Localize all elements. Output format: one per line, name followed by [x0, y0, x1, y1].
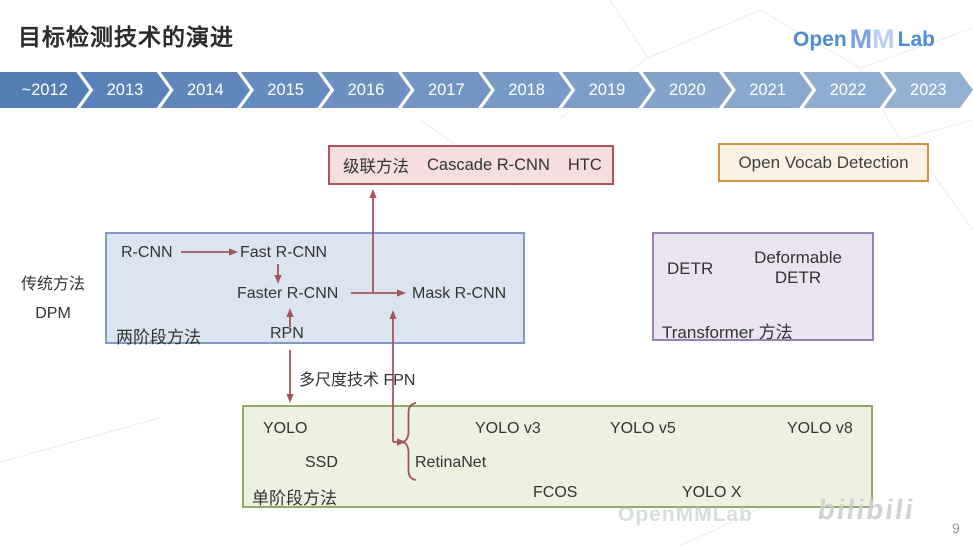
dpm-label: DPM — [35, 305, 71, 322]
timeline-segment: 2023 — [884, 72, 973, 108]
timeline-segment: 2018 — [482, 72, 571, 108]
timeline-segment: 2021 — [723, 72, 812, 108]
two-stage-methods-box: R-CNN Fast R-CNN Faster R-CNN Mask R-CNN… — [105, 232, 525, 347]
yolo-x-label: YOLO X — [682, 484, 742, 501]
cascade-methods-box: 级联方法 Cascade R-CNN HTC — [328, 145, 614, 185]
timeline-year: 2020 — [668, 80, 706, 99]
detr-label: DETR — [667, 259, 714, 278]
timeline-year: ~2012 — [21, 80, 68, 99]
ssd-label: SSD — [305, 454, 338, 471]
timeline-year: 2021 — [749, 80, 786, 99]
retinanet-label: RetinaNet — [415, 454, 487, 471]
timeline-segment: 2020 — [643, 72, 732, 108]
page-number: 9 — [952, 520, 960, 536]
timeline-segment: 2019 — [562, 72, 651, 108]
cascade-item-cascade-rcnn: Cascade R-CNN — [427, 155, 550, 174]
timeline-segment: 2014 — [161, 72, 250, 108]
openmmlab-watermark: OpenMMLab — [618, 503, 753, 526]
logo-m-outline-icon: M — [872, 24, 895, 54]
faster-rcnn-label: Faster R-CNN — [237, 285, 339, 302]
timeline-year: 2019 — [588, 80, 626, 99]
timeline-segment: ~2012 — [0, 72, 89, 108]
yolo-v3-label: YOLO v3 — [475, 420, 541, 437]
yolo-label: YOLO — [263, 420, 308, 437]
rpn-label: RPN — [270, 325, 304, 342]
cascade-item-htc: HTC — [567, 155, 602, 174]
deformable-detr-label: Deformable DETR — [754, 248, 842, 287]
fast-rcnn-label: Fast R-CNN — [240, 244, 328, 261]
timeline-segment: 2017 — [402, 72, 491, 108]
rcnn-label: R-CNN — [121, 244, 173, 261]
timeline-year: 2018 — [508, 80, 545, 99]
transformer-label: Transformer 方法 — [662, 323, 793, 342]
two-stage-label: 两阶段方法 — [116, 328, 201, 347]
openmmlab-logo: Open M M Lab — [793, 24, 935, 55]
open-vocab-detection-box: Open Vocab Detection — [718, 143, 929, 182]
timeline-year: 2023 — [909, 80, 947, 99]
yolo-v5-label: YOLO v5 — [610, 420, 676, 437]
one-stage-label: 单阶段方法 — [252, 489, 337, 508]
timeline: ~2012 2013 2014 2015 2016 2017 2018 — [0, 72, 973, 108]
arrow-rpn-to-one-stage-box — [286, 350, 294, 403]
timeline-segment: 2022 — [803, 72, 892, 108]
logo-m-icon: M — [849, 24, 873, 54]
timeline-year: 2014 — [186, 80, 224, 99]
open-vocab-label: Open Vocab Detection — [738, 152, 909, 172]
transformer-methods-box: DETR Deformable DETR Transformer 方法 — [652, 232, 874, 342]
page-title: 目标检测技术的演进 — [18, 24, 234, 50]
timeline-segment: 2013 — [80, 72, 169, 108]
logo-text-open: Open — [793, 27, 847, 51]
timeline-year: 2013 — [106, 80, 144, 99]
timeline-year: 2017 — [427, 80, 465, 99]
mask-rcnn-label: Mask R-CNN — [412, 285, 507, 302]
traditional-methods-label: 传统方法 DPM — [8, 270, 98, 328]
bilibili-watermark: bilibili — [815, 494, 918, 525]
cascade-label: 级联方法 — [343, 158, 409, 176]
timeline-segment: 2015 — [241, 72, 330, 108]
traditional-label: 传统方法 — [20, 276, 85, 293]
logo-text-lab: Lab — [897, 27, 936, 51]
one-stage-methods-box: YOLO SSD 单阶段方法 RetinaNet YOLO v3 FCOS YO… — [242, 405, 873, 508]
fcos-label: FCOS — [533, 484, 578, 501]
timeline-year: 2022 — [829, 80, 867, 99]
timeline-year: 2016 — [347, 80, 385, 99]
timeline-segment: 2016 — [321, 72, 410, 108]
yolo-v8-label: YOLO v8 — [787, 420, 853, 437]
timeline-year: 2015 — [267, 80, 304, 99]
fpn-annotation: 多尺度技术 FPN — [299, 372, 416, 389]
